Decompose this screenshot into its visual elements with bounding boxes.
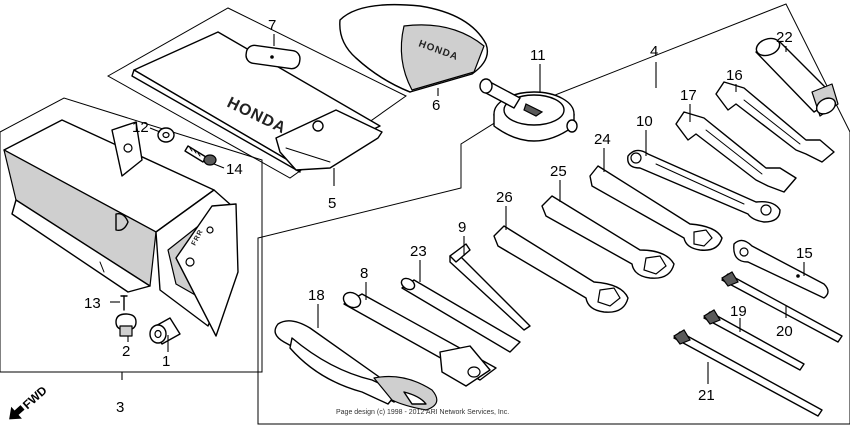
callout-17: 17 [680,87,697,104]
callout-1: 1 [162,353,170,370]
callout-16: 16 [726,67,743,84]
callout-25: 25 [550,163,567,180]
callout-26: 26 [496,189,513,206]
callout-3: 3 [116,399,124,416]
callout-19: 19 [730,303,747,320]
caution-label [245,44,301,70]
hex-key-9 [449,243,531,331]
callout-12: 12 [132,119,149,136]
fwd-label: FWD [20,383,50,412]
group-outlines [0,3,850,425]
washer-and-bolt [157,127,217,166]
tool-bag: HONDA [131,31,383,173]
wrench-25 [541,195,675,279]
bar-23 [400,277,521,353]
screwdriver-19 [703,309,805,371]
callout-8: 8 [360,265,368,282]
callout-5: 5 [328,195,336,212]
callout-4: 4 [650,43,658,60]
callout-2: 2 [122,343,130,360]
wrench-26 [493,225,629,313]
wrench-24 [589,165,723,251]
screwdriver-21 [673,329,823,417]
callout-11: 11 [530,47,546,64]
callout-21: 21 [698,387,715,404]
dial-gauge [479,78,578,142]
spanner-15 [733,239,829,299]
wrench-17 [675,111,797,193]
callout-18: 18 [308,287,325,304]
callout-numbers: 1 2 3 4 5 6 7 8 9 10 11 12 13 14 15 16 1… [84,17,813,416]
callout-22: 22 [776,29,793,46]
fwd-arrow: FWD [9,383,50,420]
wrench-16 [715,81,835,163]
arrow-left-icon [9,405,25,420]
leader-lines [110,34,805,384]
callout-23: 23 [410,243,427,260]
small-fasteners [115,295,181,345]
extension-bar [755,37,839,117]
screwdriver-20 [721,271,843,343]
callout-13: 13 [84,295,101,312]
callout-14: 14 [226,161,243,178]
callout-7: 7 [268,17,276,34]
tool-case: FRR [3,119,239,337]
copyright-text: Page design (c) 1998 - 2012 ARI Network … [336,409,509,416]
callout-20: 20 [776,323,793,340]
box-wrench-10 [627,149,781,223]
pliers-18 [274,320,438,411]
callout-24: 24 [594,131,611,148]
callout-6: 6 [432,97,440,114]
pouch: HONDA [339,3,489,93]
callout-9: 9 [458,219,466,236]
callout-15: 15 [796,245,813,262]
callout-10: 10 [636,113,653,130]
box-spanner-8 [342,291,497,387]
